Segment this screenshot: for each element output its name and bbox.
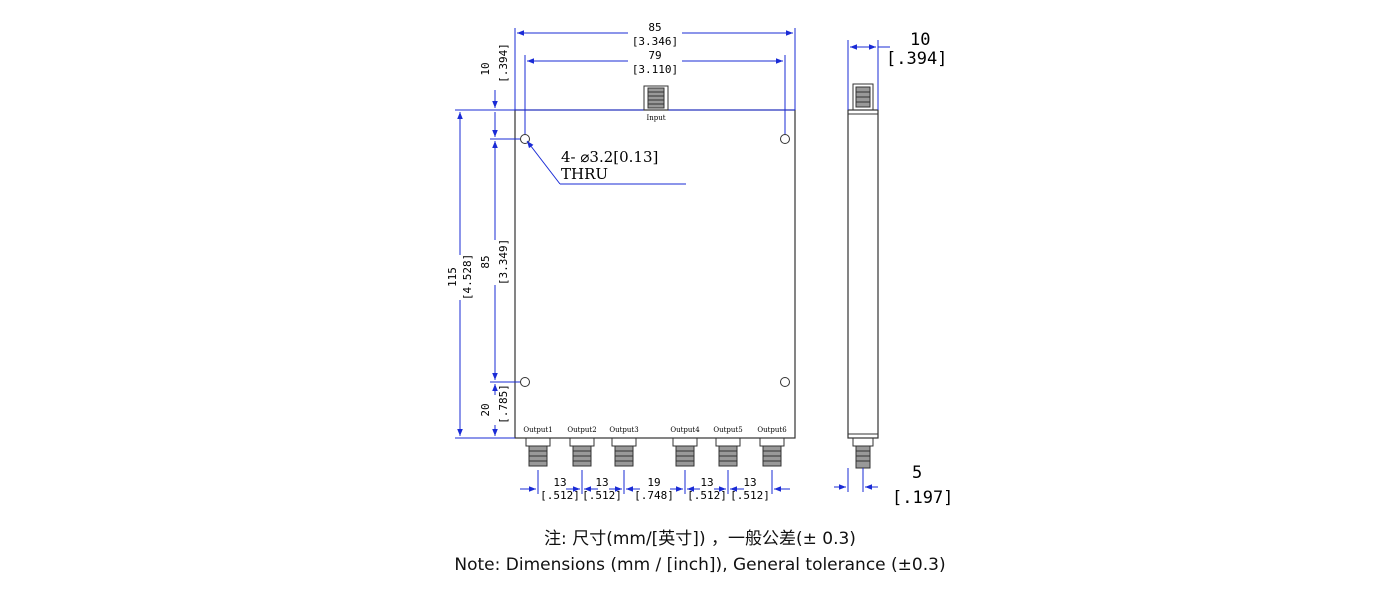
mounting-hole-bl [520, 377, 530, 387]
dim-top-offset: 10 [479, 62, 492, 75]
side-bottom-connector [852, 437, 874, 469]
dim-port-pitch-5-in: [.512] [730, 489, 770, 502]
dim-port-pitch-5: 13 [743, 476, 756, 489]
mounting-hole-br [780, 377, 790, 387]
dim-height-total-in: [4.528] [461, 254, 474, 300]
dim-hole-spacing-w-in: [3.110] [632, 63, 678, 76]
dim-side-thickness: 10 [910, 30, 930, 50]
hole-callout-leader [526, 140, 561, 185]
side-view-body [847, 109, 879, 439]
output-label-1: Output1 [523, 426, 552, 434]
output-label-6: Output6 [757, 426, 787, 434]
output-connector-2 [569, 437, 595, 467]
dim-port-pitch-3: 19 [647, 476, 660, 489]
output-label-3: Output3 [609, 426, 638, 434]
dim-port-pitch-4: 13 [700, 476, 713, 489]
output-connector-1 [525, 437, 551, 467]
dim-port-pitch-2: 13 [595, 476, 608, 489]
note-english: Note: Dimensions (mm / [inch]), General … [454, 555, 946, 575]
dim-bottom-offset: 20 [479, 403, 492, 416]
mounting-hole-tr [780, 134, 790, 144]
output-connectors [525, 437, 785, 467]
dim-port-pitch-3-in: [.748] [634, 489, 674, 502]
output-connector-3 [611, 437, 637, 467]
dim-top-offset-in: [.394] [497, 43, 510, 83]
side-top-connector [852, 83, 874, 111]
output-label-2: Output2 [567, 426, 596, 434]
output-label-4: Output4 [670, 426, 700, 434]
dim-port-pitch-4-in: [.512] [687, 489, 727, 502]
dim-hole-spacing-h-in: [3.349] [497, 239, 510, 285]
dim-width-total: 85 [648, 21, 661, 34]
dim-side-offset: 5 [912, 463, 922, 483]
input-connector [643, 85, 669, 111]
dim-side-thickness-in: [.394] [886, 49, 947, 69]
dim-bottom-offset-in: [.785] [497, 384, 510, 424]
mounting-hole-tl [520, 134, 530, 144]
dim-side-offset-in: [.197] [892, 488, 953, 508]
output-label-5: Output5 [713, 426, 742, 434]
output-connector-4 [672, 437, 698, 467]
hole-callout-thru: THRU [561, 165, 608, 183]
output-connector-5 [715, 437, 741, 467]
dim-port-pitch-1-in: [.512] [540, 489, 580, 502]
dim-port-pitch-2-in: [.512] [582, 489, 622, 502]
dim-hole-spacing-w: 79 [648, 49, 661, 62]
dim-hole-spacing-h: 85 [479, 255, 492, 268]
note-chinese: 注: 尺寸(mm/[英寸]) ，一般公差(± 0.3) [544, 529, 856, 549]
dim-port-pitch-1: 13 [553, 476, 566, 489]
input-label: Input [646, 114, 665, 122]
hole-callout: 4- ⌀3.2[0.13] [561, 148, 658, 166]
dim-height-total: 115 [446, 267, 459, 287]
output-connector-6 [759, 437, 785, 467]
dim-width-total-in: [3.346] [632, 35, 678, 48]
